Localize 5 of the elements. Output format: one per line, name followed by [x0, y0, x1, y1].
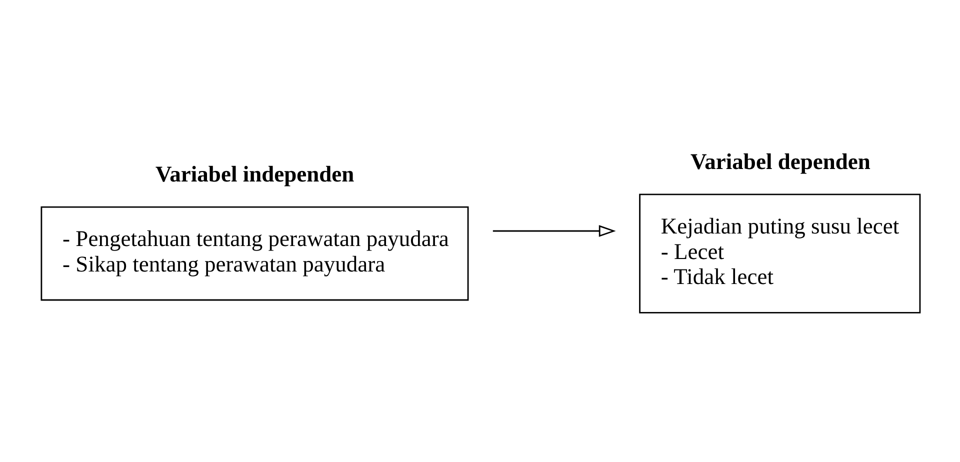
- node-box: - Pengetahuan tentang perawatan payudara - Sikap tentang perawatan payudara: [40, 206, 469, 301]
- node-label: Variabel independen: [155, 161, 354, 186]
- node-box: Kejadian puting susu lecet - Lecet - Tidak lecet: [639, 194, 921, 314]
- arrow: [492, 225, 616, 237]
- node-label: Variabel dependen: [690, 148, 870, 174]
